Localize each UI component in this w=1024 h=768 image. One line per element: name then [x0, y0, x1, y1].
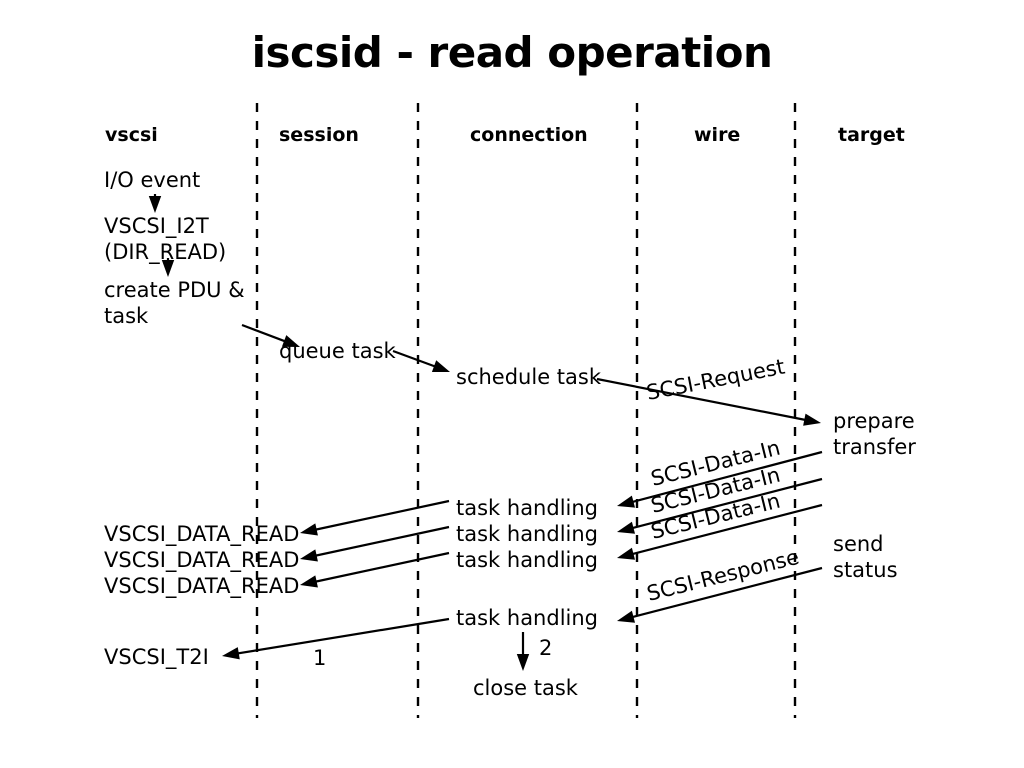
node-text-vscsi-i2t-line1: VSCSI_I2T [104, 214, 209, 239]
node-text-prepare-transfer-line1: prepare [833, 409, 915, 433]
node-close-task: close task [473, 676, 579, 700]
node-task-handling-3: task handling [456, 548, 598, 572]
node-text-task-handling-4-line1: task handling [456, 606, 598, 630]
message-line-handling-to-read-2 [306, 525, 450, 559]
message-arrowhead-handling-to-read-3 [300, 575, 318, 588]
message-scsi-response: SCSI-Response [617, 545, 823, 623]
message-handling-to-read-3 [300, 551, 450, 588]
message-line-scsi-response [623, 566, 823, 621]
message-label-scsi-response: SCSI-Response [644, 545, 801, 606]
node-text-close-task-line1: close task [473, 676, 579, 700]
message-label-scsi-request: SCSI-Request [644, 355, 786, 405]
node-io-event: I/O event [104, 168, 200, 192]
node-task-handling-1: task handling [456, 496, 598, 520]
message-arrowhead-dirread-to-create [161, 260, 175, 277]
node-task-handling-2: task handling [456, 522, 598, 546]
node-text-schedule-task-line1: schedule task [456, 365, 602, 389]
message-line-scsi-data-in-2 [623, 477, 823, 532]
node-text-io-event-line1: I/O event [104, 168, 200, 192]
message-handling-to-read-2 [300, 525, 450, 562]
node-vscsi-i2t: VSCSI_I2T(DIR_READ) [104, 214, 226, 265]
node-text-vscsi-data-read-1-line1: VSCSI_DATA_READ [104, 522, 299, 547]
message-arrowhead-queue-to-schedule [431, 360, 450, 372]
node-queue-task: queue task [279, 339, 397, 363]
node-text-create-pdu-task-line1: create PDU & [104, 278, 245, 302]
message-dirread-to-create [161, 258, 175, 277]
message-arrowhead-scsi-request [803, 413, 821, 426]
message-scsi-request: SCSI-Request [596, 355, 821, 426]
node-vscsi-data-read-1: VSCSI_DATA_READ [104, 522, 299, 547]
message-arrowhead-scsi-response [617, 610, 636, 623]
message-line-handling-to-t2i [228, 617, 450, 656]
node-vscsi-t2i: VSCSI_T2I [104, 645, 209, 670]
lane-label-target: target [838, 124, 905, 146]
node-text-task-handling-3-line1: task handling [456, 548, 598, 572]
node-create-pdu-task: create PDU &task [104, 278, 245, 328]
message-arrowhead-io-to-i2t [148, 196, 162, 213]
message-arrowhead-create-to-queue [281, 335, 300, 347]
message-arrowhead-scsi-data-in-1 [617, 495, 636, 508]
node-text-create-pdu-task-line2: task [104, 304, 149, 328]
message-arrowhead-handling-to-read-1 [300, 523, 318, 536]
message-line-scsi-data-in-3 [623, 503, 823, 558]
node-text-task-handling-2-line1: task handling [456, 522, 598, 546]
node-text-vscsi-data-read-2-line1: VSCSI_DATA_READ [104, 548, 299, 573]
message-handling-to-close: 2 [516, 632, 552, 671]
page-title: iscsid - read operation [251, 28, 773, 77]
lane-label-session: session [279, 124, 359, 146]
message-arrowhead-scsi-data-in-3 [617, 547, 636, 560]
node-text-vscsi-data-read-3-line1: VSCSI_DATA_READ [104, 574, 299, 599]
node-text-send-status-line1: send [833, 532, 884, 556]
node-text-queue-task-line1: queue task [279, 339, 397, 363]
message-handling-to-t2i: 1 [222, 617, 450, 670]
message-label-handling-to-close: 2 [539, 636, 552, 660]
message-handling-to-read-1 [300, 499, 450, 536]
message-arrowhead-handling-to-t2i [222, 647, 240, 660]
message-line-handling-to-read-3 [306, 551, 450, 585]
node-text-vscsi-t2i-line1: VSCSI_T2I [104, 645, 209, 670]
node-vscsi-data-read-2: VSCSI_DATA_READ [104, 548, 299, 573]
node-text-prepare-transfer-line2: transfer [833, 435, 916, 459]
node-text-send-status-line2: status [833, 558, 898, 582]
lane-label-vscsi: vscsi [105, 124, 158, 146]
message-arrowhead-handling-to-close [516, 654, 530, 671]
message-io-to-i2t [148, 194, 162, 213]
node-vscsi-data-read-3: VSCSI_DATA_READ [104, 574, 299, 599]
message-queue-to-schedule [392, 349, 450, 372]
node-task-handling-4: task handling [456, 606, 598, 630]
node-text-task-handling-1-line1: task handling [456, 496, 598, 520]
node-schedule-task: schedule task [456, 365, 602, 389]
message-line-scsi-data-in-1 [623, 450, 823, 506]
message-arrowhead-handling-to-read-2 [300, 549, 318, 562]
message-arrowhead-scsi-data-in-2 [617, 521, 636, 534]
message-create-to-queue [241, 323, 300, 347]
lane-label-wire: wire [694, 124, 740, 146]
lane-label-connection: connection [470, 124, 588, 146]
message-line-scsi-request [596, 377, 815, 423]
message-label-handling-to-t2i: 1 [313, 646, 326, 670]
message-line-handling-to-read-1 [306, 499, 450, 533]
